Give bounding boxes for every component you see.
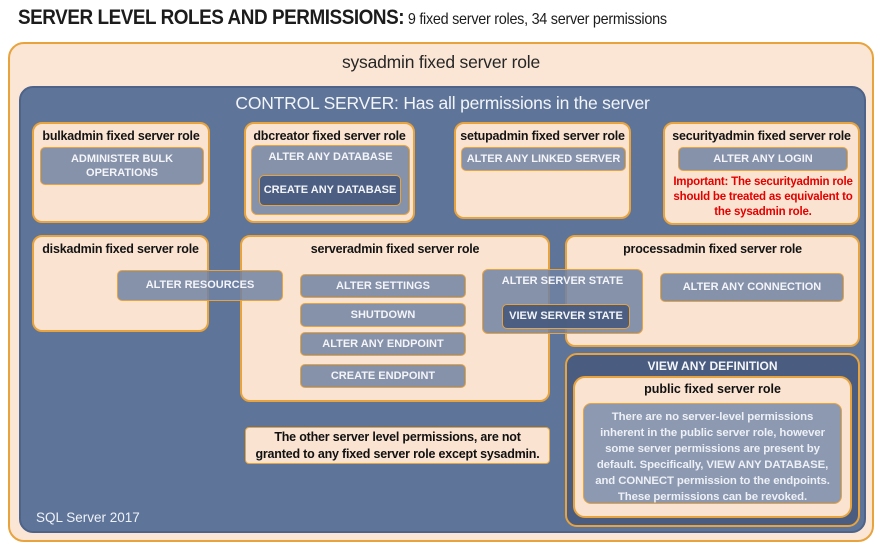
diskadmin-role-title: diskadmin fixed server role [42, 242, 199, 256]
permission-view-any-definition: VIEW ANY DEFINITION [647, 359, 778, 373]
bulkadmin-role-title: bulkadmin fixed server role [42, 129, 200, 143]
public-role-box: public fixed server role There are no se… [573, 376, 852, 518]
permission-alter-resources: ALTER RESOURCES [117, 270, 283, 301]
permission-alter-server-state: ALTER SERVER STATE VIEW SERVER STATE [482, 269, 643, 334]
control-server-title: CONTROL SERVER: Has all permissions in t… [235, 93, 650, 113]
page-title-sub: 9 fixed server roles, 34 server permissi… [404, 11, 667, 28]
permission-alter-any-database: ALTER ANY DATABASE CREATE ANY DATABASE [251, 145, 410, 215]
serveradmin-role-box: serveradmin fixed server role ALTER SETT… [240, 235, 550, 402]
setupadmin-role-box: setupadmin fixed server role ALTER ANY L… [454, 122, 631, 219]
bulkadmin-role-box: bulkadmin fixed server role ADMINISTER B… [32, 122, 210, 223]
permission-alter-any-database-label: ALTER ANY DATABASE [268, 151, 393, 163]
view-any-definition-box: VIEW ANY DEFINITION public fixed server … [565, 353, 860, 527]
securityadmin-warning-text: Important: The securityadmin role should… [673, 176, 853, 218]
public-role-description: There are no server-level permissions in… [583, 403, 842, 504]
sql-server-version-label: SQL Server 2017 [36, 510, 140, 525]
permission-create-endpoint: CREATE ENDPOINT [300, 364, 466, 388]
permission-alter-any-linked-server: ALTER ANY LINKED SERVER [461, 147, 626, 171]
permission-alter-any-login: ALTER ANY LOGIN [678, 147, 848, 171]
permission-alter-settings: ALTER SETTINGS [300, 274, 466, 298]
permission-create-any-database: CREATE ANY DATABASE [259, 175, 401, 206]
permission-view-server-state: VIEW SERVER STATE [502, 304, 630, 329]
dbcreator-role-title: dbcreator fixed server role [253, 129, 406, 143]
permission-alter-any-endpoint: ALTER ANY ENDPOINT [300, 332, 466, 356]
sysadmin-role-title: sysadmin fixed server role [341, 52, 541, 72]
setupadmin-role-title: setupadmin fixed server role [460, 129, 625, 143]
public-role-title: public fixed server role [644, 382, 781, 396]
securityadmin-role-box: securityadmin fixed server role ALTER AN… [663, 122, 860, 225]
securityadmin-role-title: securityadmin fixed server role [672, 129, 851, 143]
permission-alter-server-state-label: ALTER SERVER STATE [501, 275, 624, 287]
serveradmin-role-title: serveradmin fixed server role [310, 242, 480, 256]
other-permissions-note: The other server level permissions, are … [245, 427, 550, 464]
permission-alter-any-connection: ALTER ANY CONNECTION [660, 273, 844, 302]
page-title: SERVER LEVEL ROLES AND PERMISSIONS: 9 fi… [18, 6, 667, 30]
dbcreator-role-box: dbcreator fixed server role ALTER ANY DA… [244, 122, 415, 223]
processadmin-role-title: processadmin fixed server role [623, 242, 802, 256]
permission-administer-bulk-operations: ADMINISTER BULK OPERATIONS [40, 147, 204, 185]
page-title-main: SERVER LEVEL ROLES AND PERMISSIONS: [18, 6, 405, 29]
permission-shutdown: SHUTDOWN [300, 303, 466, 327]
